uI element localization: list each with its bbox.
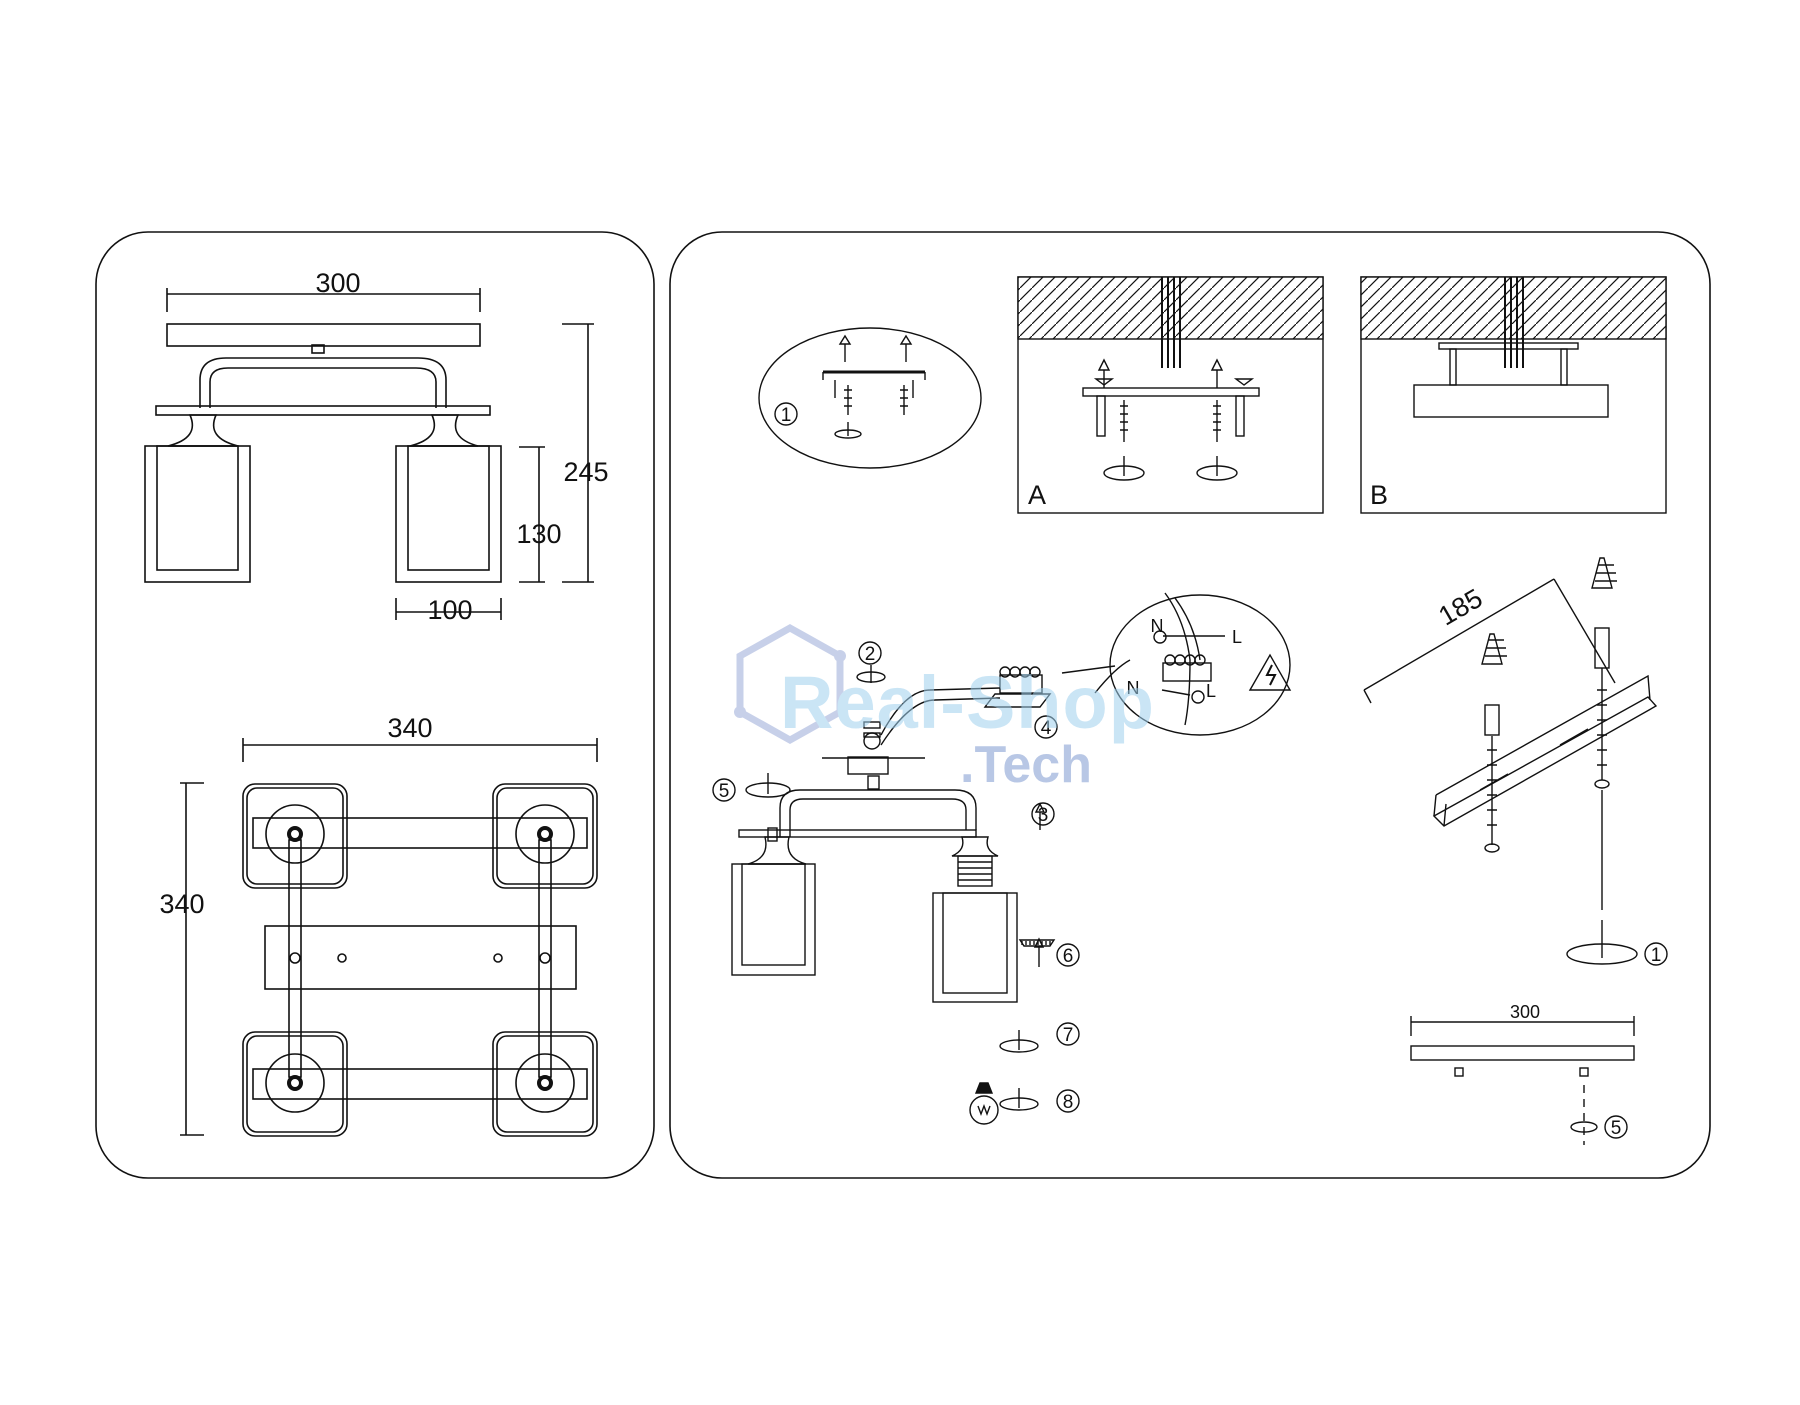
step-3: 3 [1038,805,1049,826]
step-5: 5 [719,781,730,802]
ceiling-view-b [1360,276,1667,514]
top-shade-tl [242,783,348,889]
front-view [144,288,594,620]
assembly-left-shade [731,863,816,976]
wire-live-top: L [1232,627,1242,647]
assembly-right-shade [932,892,1018,1003]
left-panel-frame [95,231,655,1179]
left-shade [144,445,251,583]
top-width-label: 340 [387,713,432,743]
front-height-label: 245 [563,457,608,487]
top-base-plate [264,925,577,990]
view-b-label: B [1370,480,1388,510]
wire-neutral-bottom: N [1127,678,1140,698]
step-4: 4 [1041,718,1052,739]
step-2: 2 [865,644,876,665]
shade-width-label: 100 [427,595,472,625]
left-panel: 300 245 130 100 [95,231,655,1179]
detail-step-1: 1 [781,405,792,426]
assembly-drawing [712,592,1292,1125]
mounting-bar [1363,557,1668,966]
step-8: 8 [1063,1092,1074,1113]
assembly-arm [738,829,977,838]
step-7: 7 [1063,1025,1074,1046]
wire-neutral-top: N [1151,616,1164,636]
ceiling-view-a [1017,276,1324,514]
detail-callout [758,327,982,469]
top-shade-bl [242,1031,348,1137]
base-plate-width: 300 [1510,1002,1540,1022]
base-plate-step-5: 5 [1611,1118,1622,1139]
right-panel-frame [669,231,1711,1179]
wire-live-bottom: L [1206,681,1216,701]
arm-bar [155,405,491,416]
right-panel: 1 A [669,231,1711,1179]
top-shade-tr [492,783,598,889]
mounting-step-1: 1 [1651,945,1662,966]
shade-height-label: 130 [516,519,561,549]
mounting-bar-length: 185 [1433,583,1487,632]
top-shade-br [492,1031,598,1137]
base-plate [1410,1016,1635,1145]
top-depth-label: 340 [159,889,204,919]
front-width-label: 300 [315,268,360,298]
top-arm-upper [252,817,588,849]
ceiling-plate [166,323,481,347]
view-a-label: A [1028,480,1046,510]
step-6: 6 [1063,946,1074,967]
right-shade [395,445,502,583]
top-view [180,738,598,1137]
top-arm-lower [252,1068,588,1100]
